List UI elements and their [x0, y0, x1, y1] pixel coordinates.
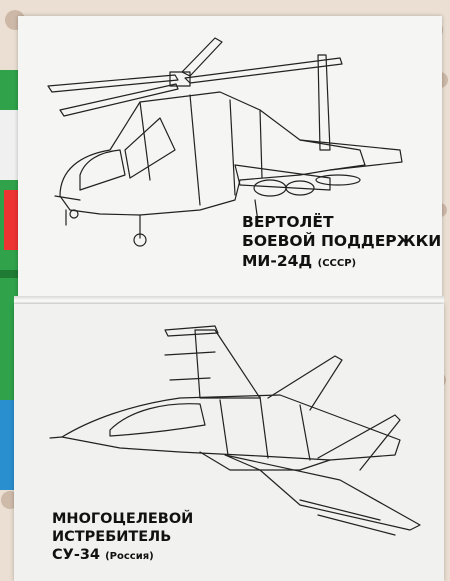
helicopter-caption-line2: БОЕВОЙ ПОДДЕРЖКИ — [242, 232, 442, 251]
coloring-page-top — [18, 16, 442, 298]
fighter-caption-line2: ИСТРЕБИТЕЛЬ — [52, 529, 172, 546]
book-spine-fold — [14, 296, 444, 306]
helicopter-caption-model-row: МИ-24Д (СССР) — [242, 252, 441, 271]
fighter-caption-model-row: СУ-34 (Россия) — [52, 546, 193, 564]
fighter-caption: МНОГОЦЕЛЕВОЙ ИСТРЕБИТЕЛЬ СУ-34 (Россия) — [52, 510, 193, 564]
fighter-model: СУ-34 — [52, 547, 101, 564]
fighter-caption-line1: МНОГОЦЕЛЕВОЙ — [52, 511, 194, 527]
helicopter-caption-line1: ВЕРТОЛЁТ — [242, 213, 334, 231]
helicopter-origin: (СССР) — [317, 257, 357, 269]
helicopter-caption: ВЕРТОЛЁТ БОЕВОЙ ПОДДЕРЖКИ МИ-24Д (СССР) — [242, 213, 441, 271]
helicopter-model: МИ-24Д — [242, 251, 313, 270]
fighter-origin: (Россия) — [105, 551, 154, 563]
